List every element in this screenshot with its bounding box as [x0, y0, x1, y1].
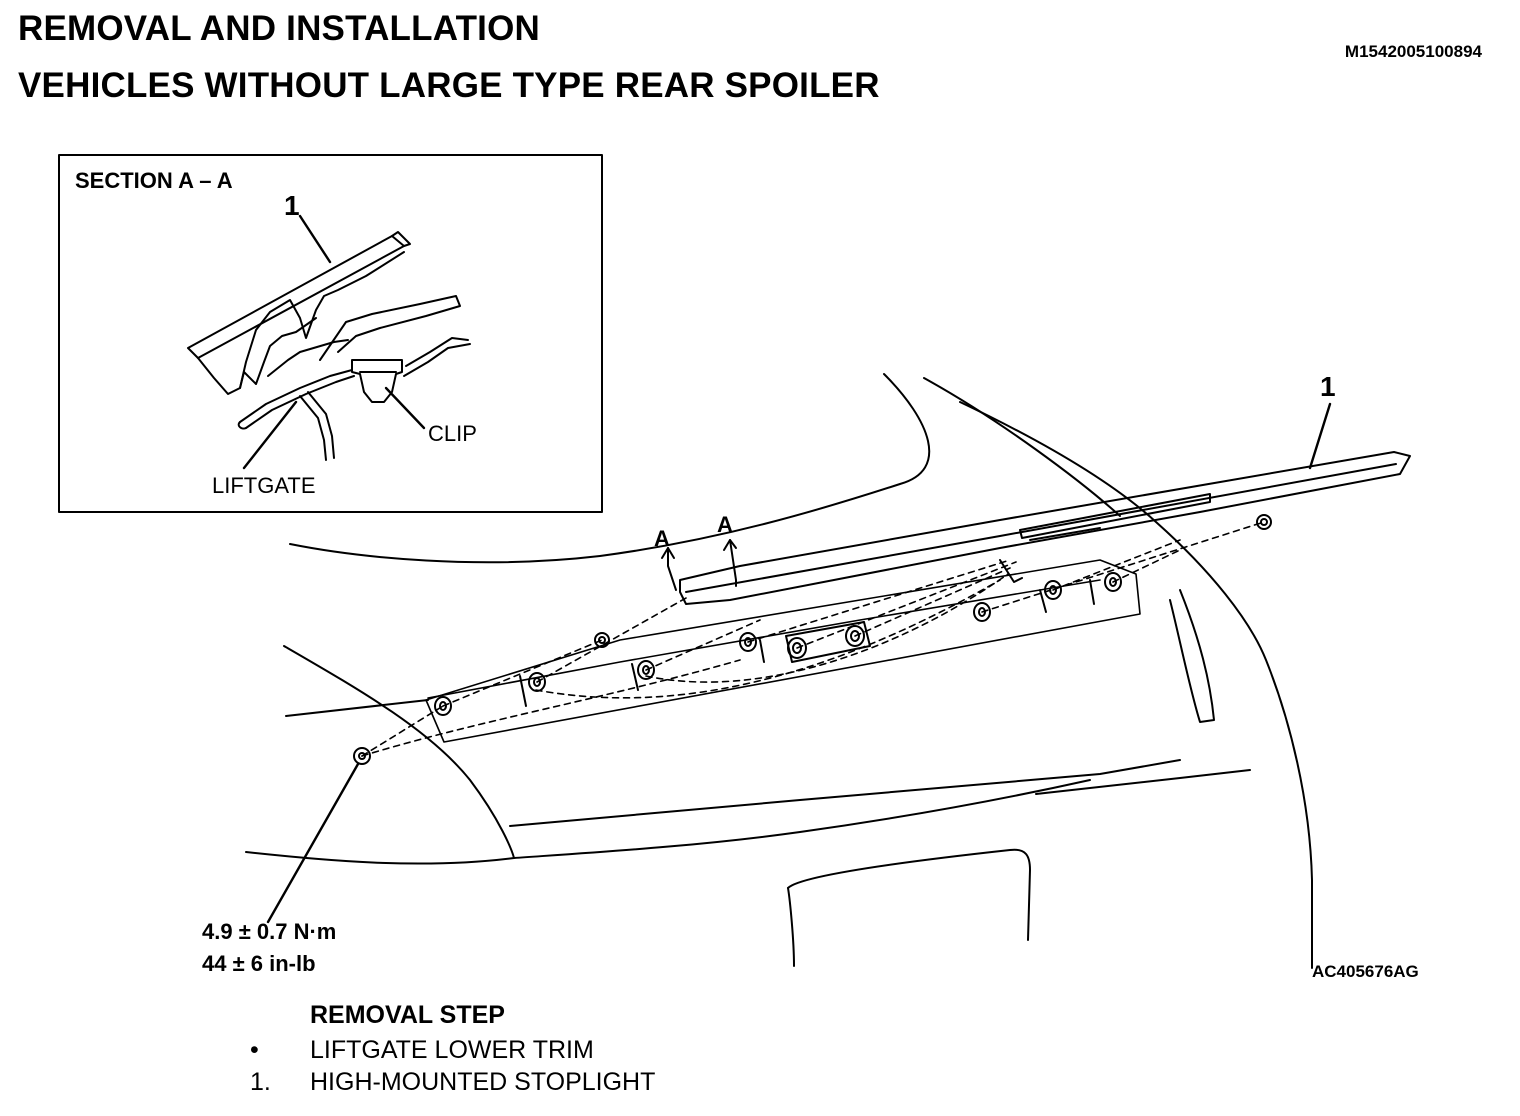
liftgate-lower-trim	[425, 559, 1141, 743]
step-bullet: •	[250, 1036, 259, 1064]
step-text: HIGH-MOUNTED STOPLIGHT	[310, 1068, 656, 1096]
torque-spec-metric: 4.9 ± 0.7 N·m	[202, 919, 337, 944]
torque-spec-imperial: 44 ± 6 in-lb	[202, 951, 316, 976]
removal-step: 1. HIGH-MOUNTED STOPLIGHT	[250, 1068, 655, 1097]
page-subtitle: VEHICLES WITHOUT LARGE TYPE REAR SPOILER	[18, 66, 880, 105]
main-part-callout: 1	[1320, 371, 1336, 402]
vehicle-body-outline	[245, 373, 1313, 969]
inset-part-callout: 1	[284, 190, 300, 221]
section-a-marker	[661, 539, 737, 591]
bolt-icon	[353, 514, 1272, 765]
torque-leader-line	[266, 762, 360, 924]
section-a-a-drawing	[187, 214, 471, 470]
part-1-leader-line	[1308, 402, 1332, 470]
assembly-guide-lines	[361, 521, 1265, 757]
document-id: M1542005100894	[1344, 42, 1482, 61]
mounting-holes	[434, 572, 1122, 716]
section-marker-right: A	[717, 512, 733, 537]
section-inset-frame	[58, 154, 603, 513]
section-marker-left: A	[654, 526, 670, 551]
high-mounted-stoplight-part	[679, 451, 1411, 605]
section-label: SECTION A – A	[75, 168, 233, 193]
liftgate-label: LIFTGATE	[212, 473, 316, 498]
figure-id: AC405676AG	[1312, 962, 1419, 981]
removal-step: • LIFTGATE LOWER TRIM	[250, 1036, 594, 1065]
clip-label: CLIP	[428, 421, 477, 446]
step-number: 1.	[250, 1068, 271, 1096]
step-text: LIFTGATE LOWER TRIM	[310, 1036, 594, 1064]
removal-steps-heading: REMOVAL STEP	[310, 1001, 505, 1029]
page-title: REMOVAL AND INSTALLATION	[18, 9, 540, 48]
